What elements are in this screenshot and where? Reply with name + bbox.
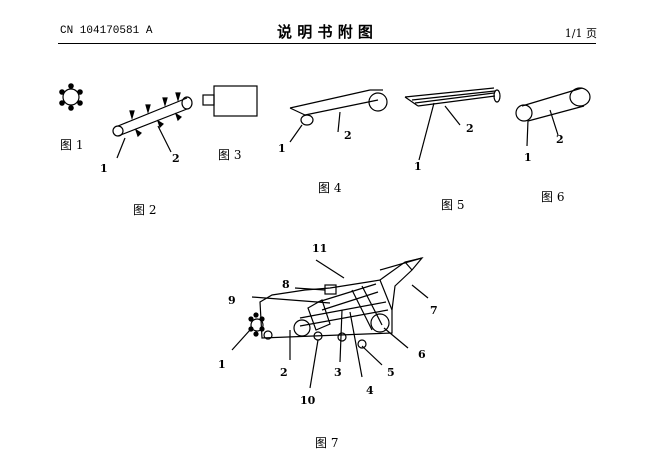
figure-6-label-1: 1	[524, 151, 532, 164]
figure-2-drawing: 1 2	[100, 92, 193, 175]
figure-5-drawing: 1 2	[404, 87, 501, 173]
figure-7-label-7: 7	[430, 304, 438, 317]
figure-5-label-1: 1	[414, 160, 422, 173]
figure-2-caption: 图 2	[133, 203, 157, 217]
figure-7-label-6: 6	[418, 348, 426, 361]
figure-7-label-3: 3	[334, 366, 342, 379]
figure-1-drawing	[59, 83, 83, 111]
figure-7-label-1: 1	[218, 358, 226, 371]
figure-6-caption: 图 6	[541, 190, 565, 204]
figure-2-label-1: 1	[100, 162, 108, 175]
figure-7-label-4: 4	[366, 384, 374, 397]
figure-7-label-5: 5	[387, 366, 395, 379]
figure-7-label-11: 11	[312, 242, 327, 255]
figure-5-label-2: 2	[466, 122, 474, 135]
figure-4-caption: 图 4	[318, 181, 342, 195]
figure-7-label-8: 8	[282, 278, 290, 291]
figure-7-label-9: 9	[228, 294, 236, 307]
figure-7-caption: 图 7	[315, 436, 339, 450]
figure-3-drawing	[202, 85, 258, 117]
figure-6-label-2: 2	[556, 133, 564, 146]
figure-3-caption: 图 3	[218, 148, 242, 162]
figure-6-drawing: 1 2	[515, 87, 591, 164]
figure-7-label-2: 2	[280, 366, 288, 379]
figure-7-label-10: 10	[300, 394, 316, 407]
figure-7-drawing: 1 2 3 4 5 6 7 8 9 10 11	[218, 242, 438, 407]
publication-number: CN 104170581 A	[60, 25, 153, 37]
figure-4-label-1: 1	[278, 142, 286, 155]
page-title: 说 明 书 附 图	[277, 23, 373, 41]
figure-5-caption: 图 5	[441, 198, 465, 212]
figure-1-caption: 图 1	[60, 138, 84, 152]
header-rule	[58, 43, 596, 44]
figure-2-label-2: 2	[172, 152, 180, 165]
figure-4-label-2: 2	[344, 129, 352, 142]
figure-4-drawing: 1 2	[278, 89, 388, 155]
page-number: 1/1 页	[564, 27, 597, 40]
